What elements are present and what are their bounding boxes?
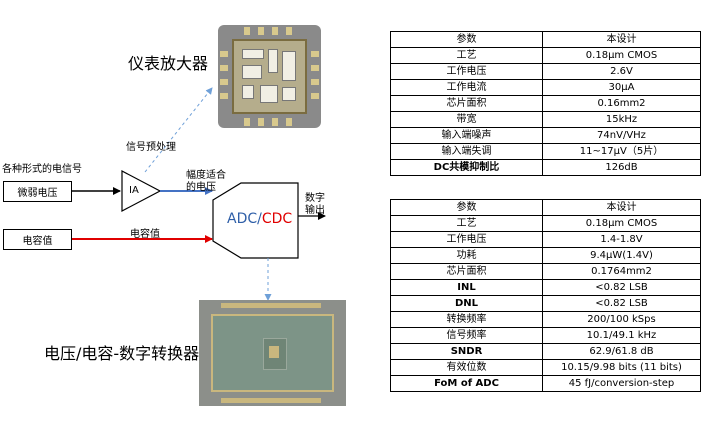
param-cell: 有效位数 <box>390 359 543 376</box>
signal-forms-label: 各种形式的电信号 <box>2 164 82 175</box>
param-cell: 芯片面积 <box>390 95 543 112</box>
adc-cdc-label: ADC/CDC <box>227 211 292 227</box>
ia-amplifier-symbol <box>121 170 162 212</box>
header-value: 本设计 <box>542 199 701 216</box>
converter-label: 电压/电容-数字转换器 <box>44 344 200 363</box>
param-cell: 信号频率 <box>390 327 543 344</box>
table-header-row: 参数 本设计 <box>390 199 701 216</box>
param-cell: FoM of ADC <box>390 375 543 392</box>
table-row: DNL<0.82 LSB <box>390 295 701 312</box>
adc-cdc-block <box>212 182 299 259</box>
capacitance-box: 电容值 <box>3 229 72 250</box>
value-cell: <0.82 LSB <box>542 295 701 312</box>
param-cell: 工作电流 <box>390 79 543 96</box>
value-cell: 10.1/49.1 kHz <box>542 327 701 344</box>
signal-flow-diagram <box>72 87 326 301</box>
amplitude-label-line1: 幅度适合 <box>186 170 226 181</box>
value-cell: 62.9/61.8 dB <box>542 343 701 360</box>
slash-text: / <box>257 211 262 227</box>
param-cell: SNDR <box>390 343 543 360</box>
value-cell: 11~17μV（5片） <box>542 143 701 160</box>
digital-output-line1: 数字 <box>305 193 325 204</box>
instrument-amplifier-chip-photo <box>218 25 321 128</box>
cap-value-label: 电容值 <box>130 229 160 240</box>
value-cell: 2.6V <box>542 63 701 80</box>
ia-label: IA <box>129 185 139 196</box>
param-cell: 功耗 <box>390 247 543 264</box>
header-param: 参数 <box>390 31 543 48</box>
value-cell: 0.16mm2 <box>542 95 701 112</box>
cdc-text: CDC <box>261 211 293 227</box>
converter-chip-photo <box>199 300 346 406</box>
value-cell: 0.18μm CMOS <box>542 47 701 64</box>
param-cell: 输入端噪声 <box>390 127 543 144</box>
param-cell: 转换频率 <box>390 311 543 328</box>
param-cell: 芯片面积 <box>390 263 543 280</box>
param-cell: 带宽 <box>390 111 543 128</box>
digital-output-line2: 输出 <box>305 205 325 216</box>
param-cell: DC共模抑制比 <box>390 159 543 176</box>
param-cell: 输入端失调 <box>390 143 543 160</box>
value-cell: 200/100 kSps <box>542 311 701 328</box>
value-cell: 126dB <box>542 159 701 176</box>
param-cell: 工作电压 <box>390 231 543 248</box>
header-param: 参数 <box>390 199 543 216</box>
table-row: INL<0.82 LSB <box>390 279 701 296</box>
amplitude-label-line2: 的电压 <box>186 182 216 193</box>
weak-voltage-box: 微弱电压 <box>3 181 72 202</box>
table-header-row: 参数 本设计 <box>390 31 701 48</box>
value-cell: 74nV/VHz <box>542 127 701 144</box>
header-value: 本设计 <box>542 31 701 48</box>
value-cell: 9.4μW(1.4V) <box>542 247 701 264</box>
value-cell: 15kHz <box>542 111 701 128</box>
value-cell: 45 fJ/conversion-step <box>542 375 701 392</box>
param-cell: 工艺 <box>390 47 543 64</box>
value-cell: 1.4-1.8V <box>542 231 701 248</box>
param-cell: 工作电压 <box>390 63 543 80</box>
value-cell: 30μA <box>542 79 701 96</box>
adc-text: ADC <box>227 211 258 227</box>
param-cell: DNL <box>390 295 543 312</box>
value-cell: 0.18μm CMOS <box>542 215 701 232</box>
preprocess-label: 信号预处理 <box>126 142 176 153</box>
value-cell: <0.82 LSB <box>542 279 701 296</box>
value-cell: 10.15/9.98 bits (11 bits) <box>542 359 701 376</box>
param-cell: 工艺 <box>390 215 543 232</box>
preprocess-dashed-arrow <box>144 87 213 173</box>
amplifier-label: 仪表放大器 <box>128 54 209 73</box>
param-cell: INL <box>390 279 543 296</box>
value-cell: 0.1764mm2 <box>542 263 701 280</box>
